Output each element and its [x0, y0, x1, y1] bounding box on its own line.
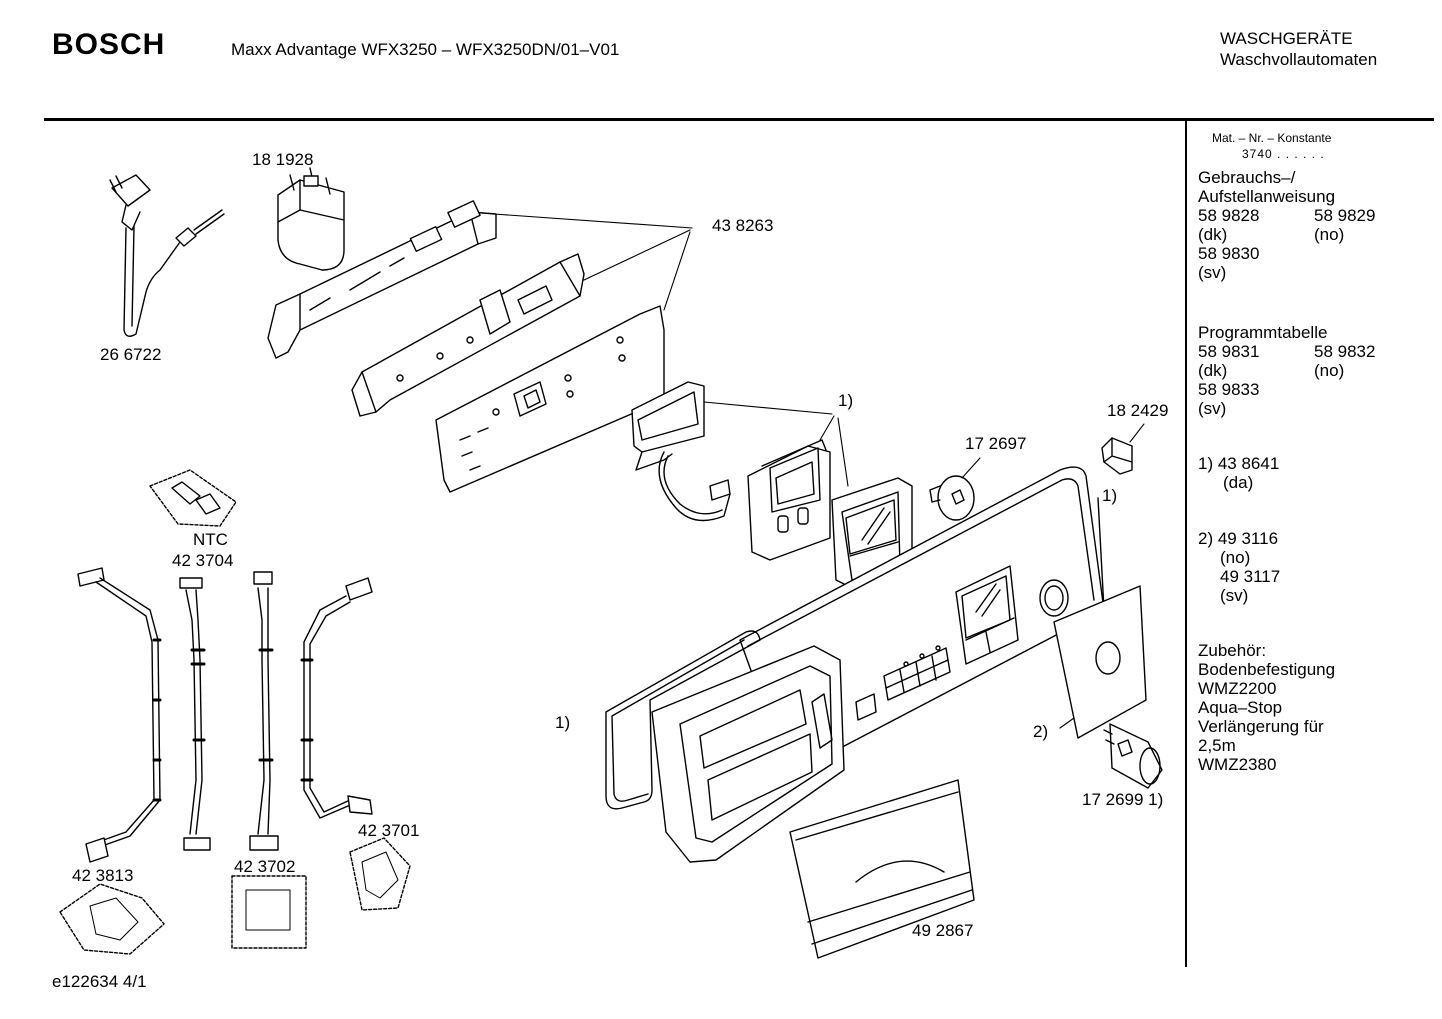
accessory-line: Verlängerung für — [1198, 717, 1324, 736]
part-label-423704: 42 3704 — [172, 551, 234, 570]
accessory-line: Aqua–Stop — [1198, 698, 1283, 717]
part-label-ntc: NTC — [193, 530, 228, 549]
part-note-1-gasket: 1) — [555, 713, 571, 732]
part-note-1-panel: 1) — [1102, 486, 1118, 505]
manual-block: Gebrauchs–/ Aufstellanweisung 58 9828 58 … — [1198, 168, 1398, 282]
knob-part — [929, 457, 981, 521]
note-2-line-4: (sv) — [1220, 586, 1249, 605]
display-board-part — [631, 381, 731, 522]
category-label: WASCHGERÄTE Waschvollautomaten — [1220, 28, 1377, 70]
part-label-172699: 17 2699 1) — [1082, 790, 1164, 809]
note-2-line-3: 49 3117 — [1220, 567, 1281, 586]
component-outline — [59, 837, 411, 955]
note-1-line-2: (da) — [1223, 473, 1254, 492]
flap-part — [789, 779, 975, 959]
program-num: 58 9832 — [1314, 342, 1376, 361]
manual-lang: (no) — [1314, 225, 1345, 244]
wiring-harness-part-2 — [179, 577, 211, 851]
sidebar-divider — [1185, 121, 1187, 967]
accessories-block: Zubehör: Bodenbefestigung WMZ2200 Aqua–S… — [1198, 641, 1335, 774]
knob-part-2 — [1103, 723, 1163, 789]
category-line-1: WASCHGERÄTE — [1220, 29, 1353, 48]
accessory-line: 2,5m — [1198, 736, 1236, 755]
manual-num: 58 9829 — [1314, 206, 1376, 225]
part-label-182429: 18 2429 — [1107, 401, 1169, 420]
drawer-front-part — [651, 645, 845, 863]
display-holder-part — [747, 439, 831, 561]
program-num: 58 9833 — [1198, 380, 1260, 399]
manual-num: 58 9830 — [1198, 244, 1260, 263]
clip-part — [1101, 423, 1145, 475]
interference-filter-part — [277, 167, 345, 271]
manual-num: 58 9828 — [1198, 206, 1260, 225]
part-label-172697: 17 2697 — [965, 434, 1027, 453]
program-num: 58 9831 — [1198, 342, 1260, 361]
wiring-harness-part — [77, 567, 162, 863]
part-label-423702: 42 3702 — [234, 857, 296, 876]
accessory-line: Bodenbefestigung — [1198, 660, 1336, 679]
component-outline-fill — [89, 851, 399, 941]
part-label-423701: 42 3701 — [358, 821, 420, 840]
wiring-harness-part-4 — [300, 577, 373, 819]
electronic-module-part — [267, 200, 665, 493]
note-2-line-2: (no) — [1220, 548, 1251, 567]
part-note-1-top: 1) — [838, 391, 854, 410]
header-divider — [44, 118, 1434, 121]
cover-panel-part — [1053, 585, 1147, 739]
part-label-181928: 18 1928 — [252, 150, 314, 169]
part-note-2-cover: 2) — [1033, 722, 1049, 741]
brand-logo: BOSCH — [52, 28, 166, 61]
mat-nr-block: Mat. – Nr. – Konstante 3740 . . . . . . — [1212, 130, 1331, 162]
manual-lang: (dk) — [1198, 225, 1228, 244]
ntc-sensor-part — [149, 469, 237, 527]
part-label-492867: 49 2867 — [912, 921, 974, 940]
mat-nr-label: Mat. – Nr. – Konstante — [1212, 131, 1332, 145]
part-label-438263: 43 8263 — [712, 216, 774, 235]
note-2-line-1: 2) 49 3116 — [1198, 529, 1279, 548]
program-lang: (dk) — [1198, 361, 1228, 380]
mat-nr-value: 3740 . . . . . . — [1242, 147, 1325, 161]
ntc-sensor-body — [171, 481, 221, 515]
accessory-line: Zubehör: — [1198, 641, 1267, 660]
program-table-title: Programmtabelle — [1198, 323, 1328, 342]
accessory-line: WMZ2200 — [1198, 679, 1277, 698]
part-label-423813: 42 3813 — [72, 866, 134, 885]
note-2-block: 2) 49 3116 (no) 49 3117 (sv) — [1198, 529, 1280, 605]
gasket-part — [605, 630, 761, 810]
manual-title-2: Aufstellanweisung — [1198, 187, 1336, 206]
program-lang: (no) — [1314, 361, 1345, 380]
note-1-line-1: 1) 43 8641 — [1198, 454, 1280, 473]
accessory-line: WMZ2380 — [1198, 755, 1277, 774]
power-cord-part — [109, 174, 225, 337]
part-label-266722: 26 6722 — [100, 345, 162, 364]
exploded-view-drawing — [59, 167, 1163, 959]
wiring-harness-part-3 — [249, 571, 279, 851]
model-title: Maxx Advantage WFX3250 – WFX3250DN/01–V0… — [231, 40, 620, 59]
note-1-block: 1) 43 8641 (da) — [1198, 454, 1279, 492]
document-id: e122634 4/1 — [52, 972, 147, 991]
program-lang: (sv) — [1198, 399, 1227, 418]
category-line-2: Waschvollautomaten — [1220, 50, 1378, 69]
manual-title-1: Gebrauchs–/ — [1198, 168, 1296, 187]
manual-lang: (sv) — [1198, 263, 1227, 282]
